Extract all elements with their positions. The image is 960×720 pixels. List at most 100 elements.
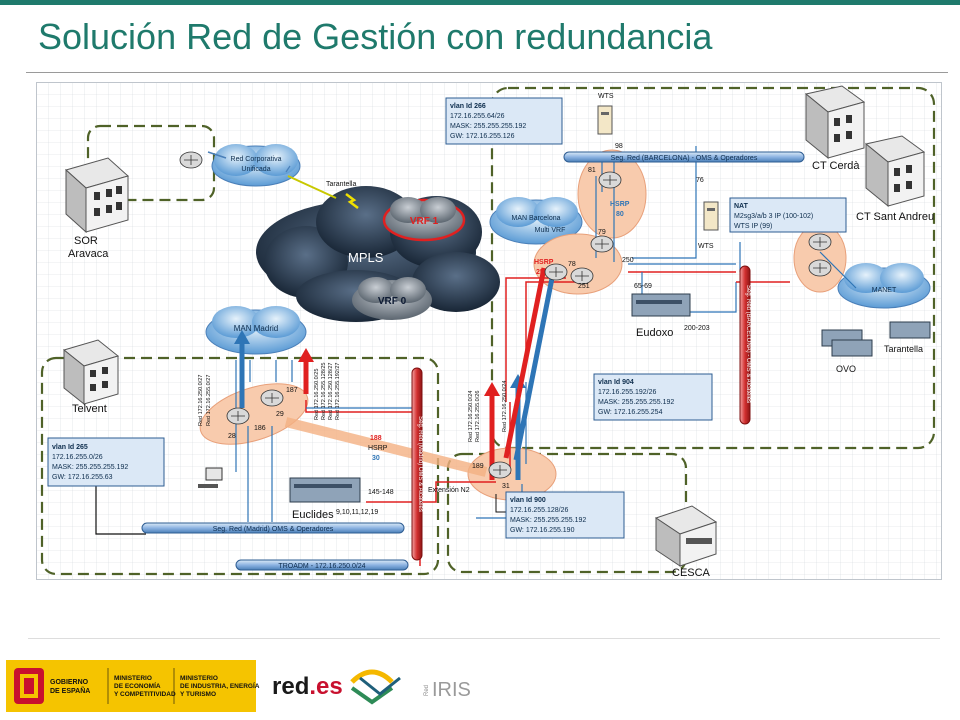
router-icon bbox=[260, 389, 284, 407]
top-accent-bar bbox=[0, 0, 960, 5]
label-seg-barcelona-h: Seg. Red (BARCELONA) - OMS & Operadores bbox=[611, 155, 758, 162]
label-ct-cerda: CT Cerdà bbox=[812, 160, 860, 172]
label-n78: 78 bbox=[568, 261, 576, 268]
segment-bars bbox=[141, 151, 805, 571]
label-n65-69: 65-69 bbox=[634, 283, 652, 290]
label-n-euclides: 9,10,11,12,19 bbox=[336, 509, 378, 516]
footer-divider bbox=[28, 638, 940, 639]
label-telvent: Telvent bbox=[72, 403, 107, 415]
router-icon bbox=[544, 263, 568, 281]
router-icon bbox=[590, 235, 614, 253]
label-red-madrid-6: Red 172.16.255.192/27 bbox=[335, 363, 341, 421]
label-red-madrid-5: Red 172.16.250.128/27 bbox=[328, 363, 334, 421]
label-n145-148: 145-148 bbox=[368, 489, 394, 496]
cloud-manet-icon bbox=[837, 263, 931, 309]
router-icon bbox=[488, 461, 512, 479]
building-cesca-icon bbox=[654, 505, 718, 567]
label-hsrp-80-a: HSRP bbox=[610, 201, 630, 208]
label-wts-mid: WTS bbox=[698, 243, 714, 250]
label-tarantella: Tarantella bbox=[884, 344, 923, 354]
label-eudoxo: Eudoxo bbox=[636, 327, 673, 339]
label-ovo: OVO bbox=[836, 364, 856, 374]
vlan-box-266: vlan Id 266 172.16.255.64/26 MASK: 255.2… bbox=[445, 97, 563, 145]
network-diagram: SOR Aravaca Telvent CT Cerdà CT Sant And… bbox=[36, 82, 942, 580]
cloud-man-madrid-icon bbox=[205, 306, 307, 355]
building-telvent-icon bbox=[62, 339, 120, 406]
vlan-904-title: vlan Id 904 bbox=[598, 379, 634, 386]
label-hsrp-30-b: HSRP bbox=[368, 445, 388, 452]
rediris-text: IRIS bbox=[432, 679, 471, 701]
vlan-265-l1: 172.16.255.0/26 bbox=[52, 454, 103, 461]
server-wts-mid-icon bbox=[703, 201, 719, 231]
label-n189: 189 bbox=[472, 463, 484, 470]
label-seg-barcelona-v: Seg. Red (BARCELONA) - OMS & Alcateles bbox=[745, 285, 751, 403]
label-n79: 79 bbox=[598, 229, 606, 236]
ministerio-1-line-1: MINISTERIO bbox=[114, 675, 152, 682]
vlan-904-l1: 172.16.255.192/26 bbox=[598, 389, 656, 396]
vlan-265-title: vlan Id 265 bbox=[52, 444, 88, 451]
slide-title: Solución Red de Gestión con redundancia bbox=[38, 16, 713, 57]
label-hsrp-252-a: HSRP bbox=[534, 259, 554, 266]
zone-madrid bbox=[40, 356, 440, 576]
vlan-900-l3: GW: 172.16.255.190 bbox=[510, 527, 575, 534]
label-manet: MANET bbox=[872, 287, 897, 294]
server-tarantella-icon bbox=[889, 321, 931, 339]
ministerio-2-line-2: DE INDUSTRIA, ENERGÍA bbox=[180, 681, 260, 690]
label-aravaca: Aravaca bbox=[68, 248, 109, 260]
label-extension-n2: Extensión N2 bbox=[428, 487, 470, 494]
gobierno-line-1: GOBIERNO bbox=[50, 679, 89, 686]
label-red-madrid-4: Red 172.16.255.128/25 bbox=[321, 363, 327, 421]
label-red-madrid-3: Red 172.16.250.0/25 bbox=[314, 369, 320, 420]
server-wts-top-icon bbox=[597, 105, 613, 135]
vlan-265-l2: MASK: 255.255.255.192 bbox=[52, 464, 128, 471]
label-mpls: MPLS bbox=[348, 250, 384, 265]
label-n186: 186 bbox=[254, 425, 266, 432]
label-red-cesca-3: Red 172.16.250.0/24 bbox=[502, 381, 508, 432]
label-red-cesca-1: Red 172.16.250.0/24 bbox=[468, 391, 474, 442]
label-red-corp-2: Unificada bbox=[241, 166, 270, 173]
cloud-red-corporativa-icon bbox=[211, 144, 301, 187]
vlan-box-900: vlan Id 900 172.16.255.128/26 MASK: 255.… bbox=[505, 491, 625, 539]
label-ct-sant-andreu: CT Sant Andreu bbox=[856, 211, 934, 223]
ministerio-1-line-3: Y COMPETITIVIDAD bbox=[114, 691, 176, 698]
label-red-corp-1: Red Corporativa bbox=[231, 156, 282, 163]
server-ovo-icon bbox=[821, 329, 873, 357]
label-n76: 76 bbox=[696, 177, 704, 184]
routers bbox=[179, 151, 832, 479]
label-seg-madrid-v: Seg. Red (Madrid) OMS & Alcateles bbox=[417, 416, 423, 512]
gobierno-logo-bg bbox=[6, 660, 256, 712]
gobierno-line-2: DE ESPAÑA bbox=[50, 686, 90, 695]
vlan-266-l3: GW: 172.16.255.126 bbox=[450, 133, 515, 140]
building-ct-sant-andreu-icon bbox=[864, 135, 926, 208]
server-euclides-icon bbox=[289, 477, 361, 503]
redes-logo-es: .es bbox=[309, 673, 342, 700]
thick-arrows bbox=[234, 267, 557, 480]
rediris-small-text: Red bbox=[424, 685, 430, 696]
vlan-266-l2: MASK: 255.255.255.192 bbox=[450, 123, 526, 130]
vlan-904-l2: MASK: 255.255.255.192 bbox=[598, 399, 674, 406]
label-wts-top: WTS bbox=[598, 93, 614, 100]
hsrp-barcelona-top bbox=[577, 149, 647, 239]
router-icon bbox=[598, 171, 622, 189]
vlan-box-904: vlan Id 904 172.16.255.192/26 MASK: 255.… bbox=[593, 373, 713, 421]
router-icon bbox=[226, 407, 250, 425]
hsrp-madrid-link bbox=[284, 417, 488, 477]
cloud-vrf0-icon bbox=[352, 277, 432, 320]
title-divider bbox=[26, 72, 948, 73]
server-eudoxo-icon bbox=[631, 293, 691, 317]
label-n81: 81 bbox=[588, 167, 596, 174]
router-icon bbox=[570, 267, 594, 285]
label-cesca: CESCA bbox=[672, 567, 711, 579]
label-sor: SOR bbox=[74, 235, 98, 247]
label-vrf0: VRF 0 bbox=[378, 296, 407, 307]
label-multi-vrf: Multi VRF bbox=[535, 227, 566, 234]
label-n187: 187 bbox=[286, 387, 298, 394]
ministerio-2-line-1: MINISTERIO bbox=[180, 675, 218, 682]
workstation-icon bbox=[198, 467, 223, 488]
vlan-266-title: vlan Id 266 bbox=[450, 103, 486, 110]
redes-logo-red: red bbox=[272, 673, 309, 700]
router-icon bbox=[179, 151, 203, 169]
cloud-man-barcelona-icon bbox=[489, 197, 583, 245]
label-hsrp-30-c: 30 bbox=[372, 455, 380, 462]
label-n98: 98 bbox=[615, 143, 623, 150]
